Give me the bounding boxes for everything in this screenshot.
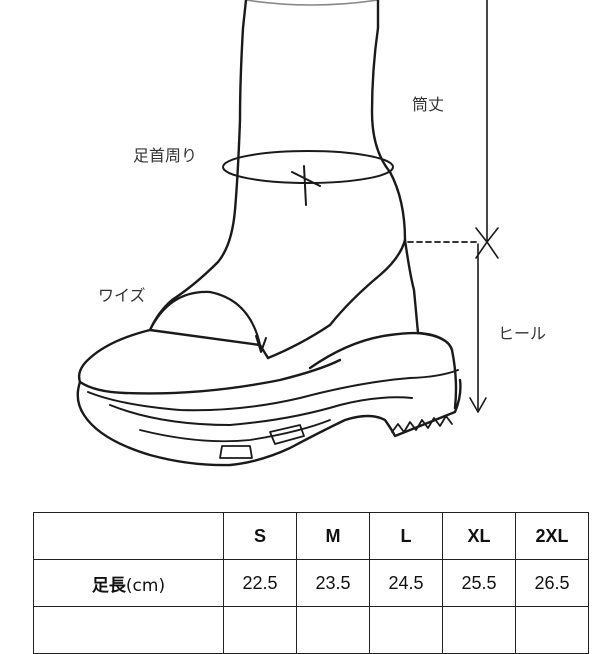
table-cell: 24.5 [369,559,443,607]
table-cell [442,606,516,654]
table-cell [369,606,443,654]
boot-shaft-front [148,0,248,332]
sole-tread [391,415,453,433]
boot-shaft-back [370,0,420,335]
shoe-heel-back [416,331,458,410]
table-row [33,606,589,654]
header-empty-cell [33,512,224,560]
header-size-2xl: 2XL [515,512,589,560]
foot-length-unit: (cm) [125,575,166,596]
sole-shape-2 [269,424,305,445]
heel-bottom-tick [469,397,487,413]
shoe-collar [148,328,270,360]
sock-top-line [245,0,379,6]
width-arc [148,290,262,347]
shaft-height-label: 筒丈 [412,95,445,114]
heel-label: ヒール [498,324,547,343]
table-cell: 25.5 [442,559,516,607]
size-header-row: S M L XL 2XL [33,512,589,560]
shaft-height-tick [475,227,499,259]
table-cell [296,606,370,654]
header-size-xl: XL [442,512,516,560]
shoe-side-curve [308,331,442,370]
header-size-m: M [296,512,370,560]
ankle-circumference-label: 足首周り [133,146,198,165]
sole-midline [87,369,459,412]
table-cell: 23.5 [296,559,370,607]
sole-outline [76,378,462,467]
foot-length-row: 足長(cm) 22.5 23.5 24.5 25.5 26.5 [33,559,589,607]
ankle-cross-mark [291,165,321,206]
size-table: S M L XL 2XL 足長(cm) 22.5 23.5 24.5 25.5 … [33,512,589,654]
table-cell: 22.5 [223,559,297,607]
width-label: ワイズ [98,286,146,305]
table-cell [223,606,297,654]
ankle-ellipse [222,150,394,184]
header-size-s: S [223,512,297,560]
sole-shape-1 [219,445,253,459]
table-cell: 26.5 [515,559,589,607]
boot-measurement-diagram [76,0,499,467]
table-cell [515,606,589,654]
foot-length-label-cell: 足長(cm) [33,559,224,607]
shoe-toe [77,328,342,395]
header-size-l: L [369,512,443,560]
sole-groove-1 [109,396,413,426]
width-arc-arrow [255,335,267,353]
shoe-heel-upper [266,238,407,360]
sole-groove-2 [139,419,331,443]
table-cell [33,606,224,654]
foot-length-label: 足長 [91,575,126,596]
